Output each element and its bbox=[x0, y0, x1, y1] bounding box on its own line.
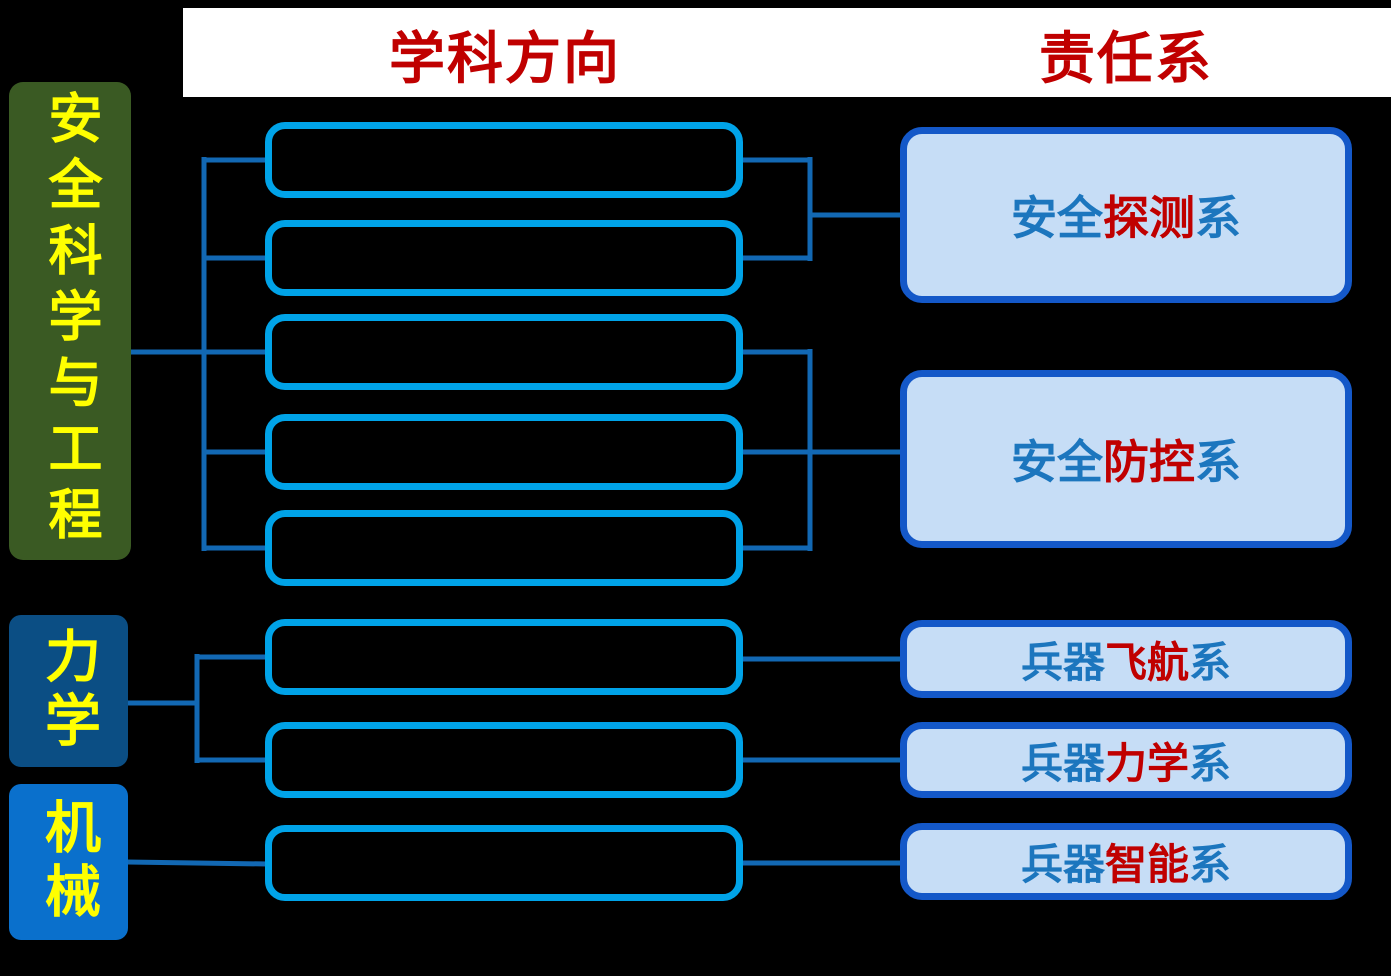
discipline-label-machinery: 机械 bbox=[37, 798, 101, 926]
direction-box-1 bbox=[265, 122, 743, 198]
dept-label-part: 力学 bbox=[1104, 739, 1189, 787]
dept-label-part: 系 bbox=[1195, 192, 1241, 244]
direction-box-5 bbox=[265, 510, 743, 586]
column-header-directions-label: 学科方向 bbox=[389, 26, 621, 90]
discipline-box-machinery: 机械 bbox=[9, 784, 128, 940]
direction-box-4 bbox=[265, 414, 743, 490]
department-box-weapon-flight: 兵器飞航系 bbox=[900, 620, 1352, 698]
dept-label-part: 系 bbox=[1189, 638, 1232, 686]
dept-label-part: 探测 bbox=[1103, 192, 1195, 244]
dept-label-part: 系 bbox=[1189, 841, 1232, 888]
dept-label-part: 兵器 bbox=[1020, 739, 1105, 787]
department-box-safety-prevention: 安全防控系 bbox=[900, 370, 1352, 548]
department-box-weapon-intelligence: 兵器智能系 bbox=[900, 823, 1352, 900]
discipline-label-mechanics: 力学 bbox=[37, 627, 101, 755]
dept-label-part: 系 bbox=[1189, 739, 1232, 787]
header-band bbox=[183, 8, 1391, 97]
discipline-label-safety: 安全科学与工程 bbox=[40, 90, 100, 552]
dept-label-part: 系 bbox=[1195, 436, 1241, 488]
direction-box-2 bbox=[265, 220, 743, 296]
dept-label-part: 智能 bbox=[1104, 841, 1189, 888]
column-header-directions: 学科方向 bbox=[265, 18, 745, 90]
discipline-box-mechanics: 力学 bbox=[9, 615, 128, 767]
dept-label-part: 安全 bbox=[1011, 436, 1103, 488]
direction-box-3 bbox=[265, 314, 743, 390]
dept-label-part: 飞航 bbox=[1104, 638, 1189, 686]
direction-box-6 bbox=[265, 619, 743, 695]
department-box-weapon-mechanics: 兵器力学系 bbox=[900, 722, 1352, 798]
dept-label-part: 兵器 bbox=[1020, 638, 1105, 686]
dept-label-part: 安全 bbox=[1011, 192, 1103, 244]
column-header-departments: 责任系 bbox=[900, 18, 1352, 90]
department-box-safety-detection: 安全探测系 bbox=[900, 127, 1352, 303]
column-header-departments-label: 责任系 bbox=[1039, 26, 1213, 90]
dept-label-part: 兵器 bbox=[1020, 841, 1105, 888]
discipline-box-safety-science-engineering: 安全科学与工程 bbox=[9, 82, 131, 560]
direction-box-7 bbox=[265, 722, 743, 798]
dept-label-part: 防控 bbox=[1103, 436, 1195, 488]
direction-box-8 bbox=[265, 825, 743, 901]
